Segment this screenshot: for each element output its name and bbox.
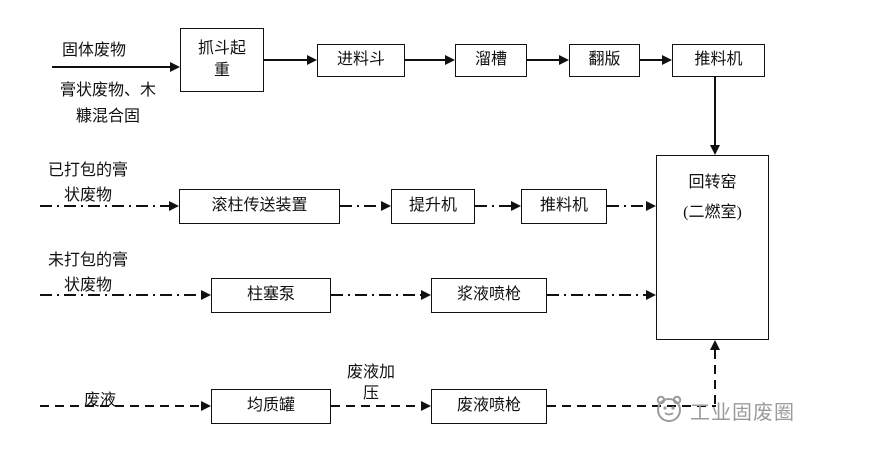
label-packaged-paste: 已打包的膏状废物 bbox=[47, 162, 128, 204]
dashed-flow-line bbox=[547, 405, 716, 407]
node-elevator: 提升机 bbox=[391, 189, 475, 224]
dashdot-flow-line bbox=[40, 294, 201, 296]
dashdot-flow-line bbox=[475, 205, 511, 207]
arrowhead-down-icon bbox=[710, 145, 720, 155]
node-chute: 溜槽 bbox=[455, 44, 527, 77]
arrowhead-right-icon bbox=[646, 290, 656, 300]
arrowhead-right-icon bbox=[559, 55, 569, 65]
solid-flow-line bbox=[527, 59, 559, 61]
arrowhead-up-icon bbox=[710, 340, 720, 350]
node-waste-liquid-gun: 废液喷枪 bbox=[431, 389, 547, 424]
dashed-flow-line-vertical bbox=[714, 350, 716, 406]
solid-flow-line bbox=[264, 59, 307, 61]
node-rotary-kiln-sublabel: (二燃室) bbox=[683, 204, 742, 221]
arrowhead-right-icon bbox=[307, 55, 317, 65]
node-feed-hopper: 进料斗 bbox=[317, 44, 405, 77]
node-pusher-mid: 推料机 bbox=[521, 189, 607, 224]
node-rotary-kiln-label: 回转窑 bbox=[688, 174, 737, 191]
arrowhead-right-icon bbox=[662, 55, 672, 65]
watermark-logo-icon bbox=[652, 392, 686, 426]
node-grab-crane-label: 抓斗起重 bbox=[197, 39, 246, 79]
label-paste-mixture: 膏状废物、木糠混合固 bbox=[59, 82, 156, 125]
node-roller-conveyor: 滚柱传送装置 bbox=[179, 189, 340, 224]
solid-flow-line-vertical bbox=[714, 77, 716, 145]
node-slurry-gun: 浆液喷枪 bbox=[431, 278, 547, 313]
label-liquid-pressurize: 废液加压 bbox=[346, 364, 395, 402]
arrowhead-right-icon bbox=[170, 62, 180, 72]
arrowhead-right-icon bbox=[511, 201, 521, 211]
solid-flow-line bbox=[640, 59, 662, 61]
node-flip-plate: 翻版 bbox=[569, 44, 640, 77]
arrowhead-right-icon bbox=[169, 201, 179, 211]
node-rotary-kiln: 回转窑 (二燃室) bbox=[656, 155, 769, 340]
dashed-flow-line bbox=[40, 405, 201, 407]
dashdot-flow-line bbox=[547, 294, 646, 296]
arrowhead-right-icon bbox=[201, 290, 211, 300]
dashdot-flow-line bbox=[607, 205, 646, 207]
arrowhead-right-icon bbox=[445, 55, 455, 65]
label-waste-liquid: 废液 bbox=[84, 392, 117, 409]
node-plunger-pump: 柱塞泵 bbox=[211, 278, 331, 313]
arrowhead-right-icon bbox=[381, 201, 391, 211]
solid-flow-line bbox=[52, 66, 170, 68]
arrowhead-right-icon bbox=[646, 201, 656, 211]
dashdot-flow-line bbox=[340, 205, 381, 207]
arrowhead-right-icon bbox=[201, 401, 211, 411]
node-pusher-top: 推料机 bbox=[672, 44, 765, 77]
arrowhead-right-icon bbox=[421, 401, 431, 411]
label-solid-waste: 固体废物 bbox=[62, 42, 127, 59]
dashed-flow-line bbox=[331, 405, 421, 407]
label-unpackaged-paste: 未打包的膏状废物 bbox=[47, 252, 128, 294]
dashdot-flow-line bbox=[331, 294, 421, 296]
solid-flow-line bbox=[405, 59, 445, 61]
arrowhead-right-icon bbox=[421, 290, 431, 300]
node-grab-crane: 抓斗起重 bbox=[180, 28, 264, 92]
node-homogenizing-tank: 均质罐 bbox=[211, 389, 331, 424]
watermark-text: 工业固废圈 bbox=[690, 402, 795, 424]
dashdot-flow-line bbox=[40, 205, 169, 207]
